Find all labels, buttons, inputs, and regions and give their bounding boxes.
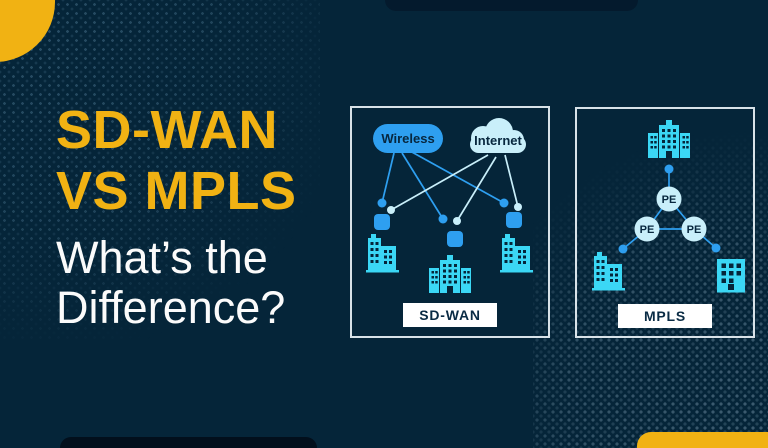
- building-icon: [429, 255, 471, 293]
- cloud-icon: [470, 118, 526, 153]
- pe-node-top: PE: [656, 186, 682, 212]
- mpls-endpoint-dots: [618, 164, 721, 254]
- mpls-diagram: PE PE PE: [592, 120, 745, 293]
- subtitle-line-2: Difference?: [56, 282, 286, 333]
- top-dark-bar-decoration: [385, 0, 638, 11]
- building-icon: [717, 259, 745, 293]
- sdwan-diagram: Wireless Internet: [366, 118, 533, 293]
- building-icon: [366, 234, 399, 273]
- light-endpoint-dots: [387, 203, 522, 225]
- pe-circle: [656, 186, 682, 212]
- title-line-2: VS MPLS: [56, 161, 297, 221]
- bottom-dark-bar-decoration: [60, 437, 317, 448]
- wireless-link-lines: [381, 150, 505, 220]
- pe-label: PE: [687, 224, 702, 236]
- pe-label: PE: [640, 224, 655, 236]
- hero-text-block: SD-WAN VS MPLS What’s the Difference?: [56, 100, 297, 333]
- wireless-label: Wireless: [381, 131, 434, 146]
- wireless-pill: [373, 124, 443, 153]
- building-icon: [648, 120, 690, 158]
- building-icon: [592, 252, 625, 291]
- sdwan-panel: Wireless Internet SD-WAN: [350, 106, 550, 338]
- internet-label: Internet: [474, 133, 522, 148]
- subtitle-line-1: What’s the: [56, 232, 268, 283]
- yellow-circle-decoration: [0, 0, 55, 62]
- mpls-caption: MPLS: [618, 304, 712, 328]
- title-line-1: SD-WAN: [56, 100, 278, 160]
- pe-circle: [634, 216, 660, 242]
- pe-label: PE: [662, 194, 677, 206]
- building-icon: [500, 234, 533, 273]
- sdwan-caption: SD-WAN: [403, 303, 497, 327]
- mpls-panel: PE PE PE MPLS: [575, 107, 755, 338]
- blue-endpoint-dots: [377, 198, 509, 224]
- pe-node-left: PE: [634, 216, 660, 242]
- page-subtitle: What’s the Difference?: [56, 233, 297, 333]
- page-title: SD-WAN VS MPLS: [56, 100, 297, 222]
- yellow-corner-decoration: [637, 432, 768, 448]
- pe-circle: [681, 216, 707, 242]
- internet-link-lines: [390, 154, 519, 222]
- pe-node-right: PE: [681, 216, 707, 242]
- internet-node: Internet: [470, 118, 526, 153]
- edge-router-icons: [374, 212, 522, 247]
- wireless-node: Wireless: [373, 124, 443, 153]
